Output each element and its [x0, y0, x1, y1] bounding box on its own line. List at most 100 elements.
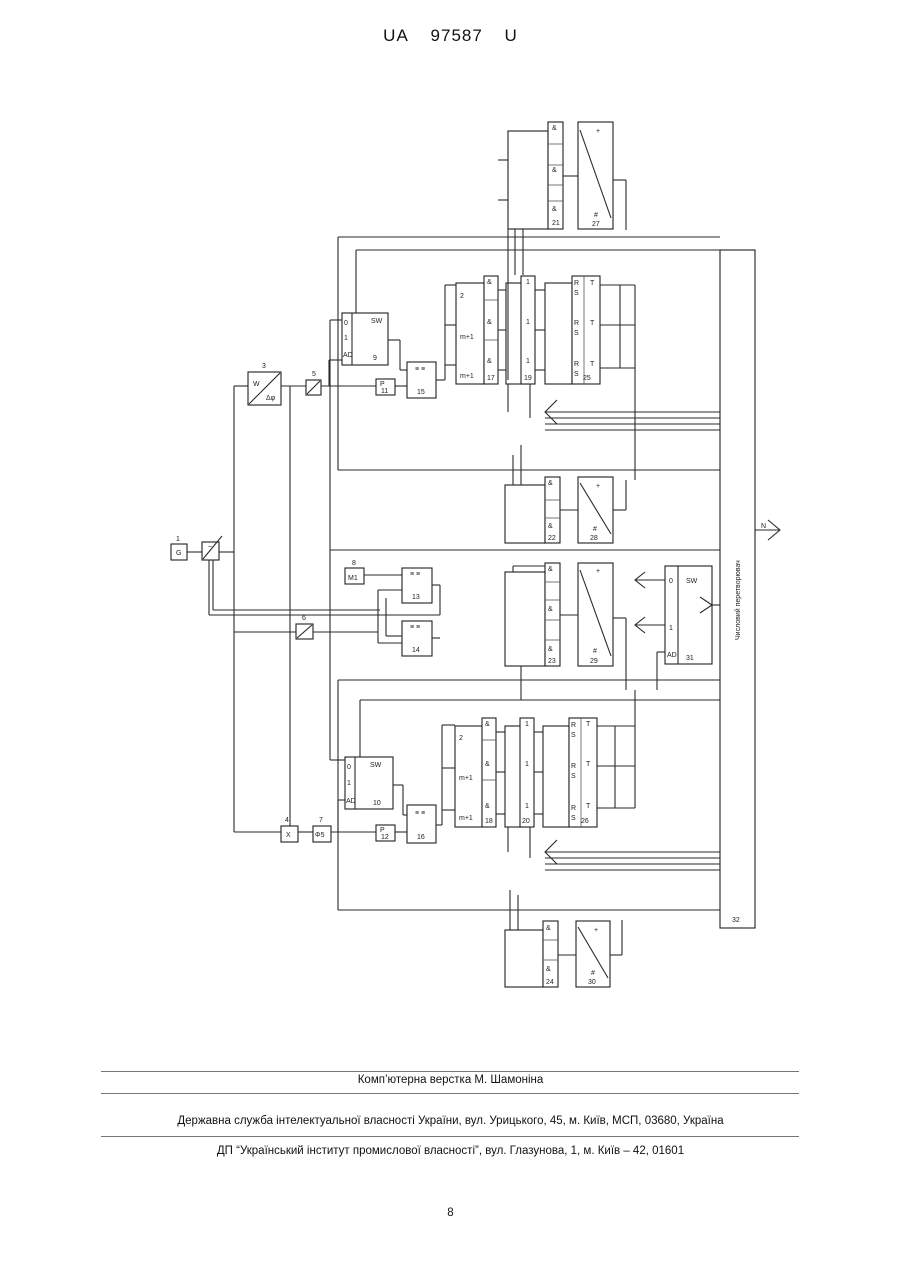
and-gates-block-18: & & & 2 m+1 m+1 18 [455, 718, 496, 827]
svg-text:S: S [574, 290, 579, 297]
svg-text:1: 1 [525, 803, 529, 810]
svg-text:#: # [593, 648, 597, 655]
svg-text:5: 5 [312, 371, 316, 378]
svg-text:28: 28 [590, 535, 598, 542]
or-gates-block-19: 1 1 1 19 [506, 276, 535, 384]
svg-text:X: X [286, 832, 291, 839]
footer-rule-1 [101, 1071, 799, 1072]
svg-text:27: 27 [592, 221, 600, 228]
svg-text:14: 14 [412, 647, 420, 654]
svg-text:32: 32 [732, 917, 740, 924]
counter-block-30: + # 30 [576, 921, 610, 987]
svg-text:30: 30 [588, 979, 596, 986]
svg-text:R: R [571, 805, 576, 812]
phase-shifter-block-2: ~ [202, 536, 222, 560]
svg-text:18: 18 [485, 818, 493, 825]
svg-text:R: R [574, 361, 579, 368]
counter-block-28: + # 28 [578, 477, 613, 543]
svg-text:R: R [574, 280, 579, 287]
svg-text:SW: SW [371, 318, 383, 325]
and-gates-block-23: & & & 23 [505, 563, 560, 666]
svg-text:T: T [586, 761, 591, 768]
svg-text:+: + [596, 483, 600, 490]
converter-block-6: 6 [296, 615, 313, 639]
block-14: ≡ ≡ 14 [402, 621, 432, 656]
svg-text:25: 25 [583, 375, 591, 382]
svg-text:AD: AD [667, 652, 677, 659]
footer-layout: Комп’ютерна верстка М. Шамоніна [0, 1074, 901, 1086]
svg-text:S: S [571, 732, 576, 739]
svg-text:1: 1 [344, 335, 348, 342]
svg-text:16: 16 [417, 834, 425, 841]
svg-text:T: T [586, 803, 591, 810]
counter-block-29: + # 29 [578, 563, 613, 666]
svg-text:&: & [485, 761, 490, 768]
svg-text:0: 0 [347, 764, 351, 771]
svg-text:9: 9 [373, 355, 377, 362]
svg-text:#: # [594, 212, 598, 219]
svg-text:&: & [487, 319, 492, 326]
svg-text:23: 23 [548, 658, 556, 665]
block-11: P 11 [376, 379, 395, 395]
svg-text:~: ~ [208, 544, 212, 551]
block-12: P 12 [376, 825, 395, 841]
svg-text:M1: M1 [348, 575, 358, 582]
number-converter-bus-32: Числовий перетворювач 32 [720, 250, 755, 928]
converter-block-5: 5 [306, 371, 321, 395]
svg-text:+: + [596, 128, 600, 135]
svg-text:31: 31 [686, 655, 694, 662]
svg-text:&: & [485, 803, 490, 810]
svg-text:0: 0 [669, 578, 673, 585]
svg-text:T: T [590, 361, 595, 368]
and-gates-block-24: & & 24 [505, 921, 558, 987]
or-gates-block-20: 1 1 1 20 [505, 718, 534, 827]
svg-text:26: 26 [581, 818, 589, 825]
svg-text:&: & [487, 358, 492, 365]
svg-text:+: + [596, 568, 600, 575]
svg-text:22: 22 [548, 535, 556, 542]
block-8: 8 M1 [345, 560, 364, 584]
svg-text:SW: SW [686, 578, 698, 585]
svg-text:&: & [548, 566, 553, 573]
svg-text:1: 1 [525, 761, 529, 768]
svg-text:W: W [253, 381, 260, 388]
filter-block-7: 7 Φ5 [313, 817, 331, 842]
svg-text:20: 20 [522, 818, 530, 825]
svg-text:2: 2 [459, 735, 463, 742]
svg-text:T: T [590, 280, 595, 287]
svg-text:T: T [586, 721, 591, 728]
svg-text:AD: AD [343, 352, 353, 359]
svg-text:Числовий перетворювач: Числовий перетворювач [734, 560, 742, 640]
svg-text:1: 1 [526, 279, 530, 286]
svg-text:R: R [571, 722, 576, 729]
svg-text:S: S [574, 330, 579, 337]
svg-text:4: 4 [285, 817, 289, 824]
svg-text:19: 19 [524, 375, 532, 382]
svg-text:&: & [487, 279, 492, 286]
svg-text:≡ ≡: ≡ ≡ [415, 366, 425, 373]
svg-text:Φ5: Φ5 [315, 832, 325, 839]
svg-text:S: S [574, 371, 579, 378]
svg-text:S: S [571, 773, 576, 780]
svg-text:&: & [552, 167, 557, 174]
svg-text:11: 11 [381, 388, 388, 395]
svg-text:≡ ≡: ≡ ≡ [410, 624, 420, 631]
svg-text:AD: AD [346, 798, 356, 805]
svg-text:&: & [546, 925, 551, 932]
svg-text:29: 29 [590, 658, 598, 665]
svg-text:#: # [593, 526, 597, 533]
svg-text:m+1: m+1 [460, 373, 474, 380]
svg-text:≡ ≡: ≡ ≡ [415, 810, 425, 817]
triggers-block-26: R S T R S T R S T 26 [543, 718, 597, 827]
svg-text:&: & [552, 125, 557, 132]
footer-rule-2 [101, 1093, 799, 1094]
and-gates-block-22: & & 22 [505, 477, 560, 543]
svg-text:1: 1 [347, 780, 351, 787]
footer-institute: ДП “Український інститут промислової вла… [0, 1145, 901, 1157]
svg-text:m+1: m+1 [459, 775, 473, 782]
svg-text:Δφ: Δφ [266, 395, 276, 402]
svg-text:P: P [380, 381, 385, 388]
svg-text:15: 15 [417, 389, 425, 396]
svg-text:17: 17 [487, 375, 495, 382]
svg-text:6: 6 [302, 615, 306, 622]
